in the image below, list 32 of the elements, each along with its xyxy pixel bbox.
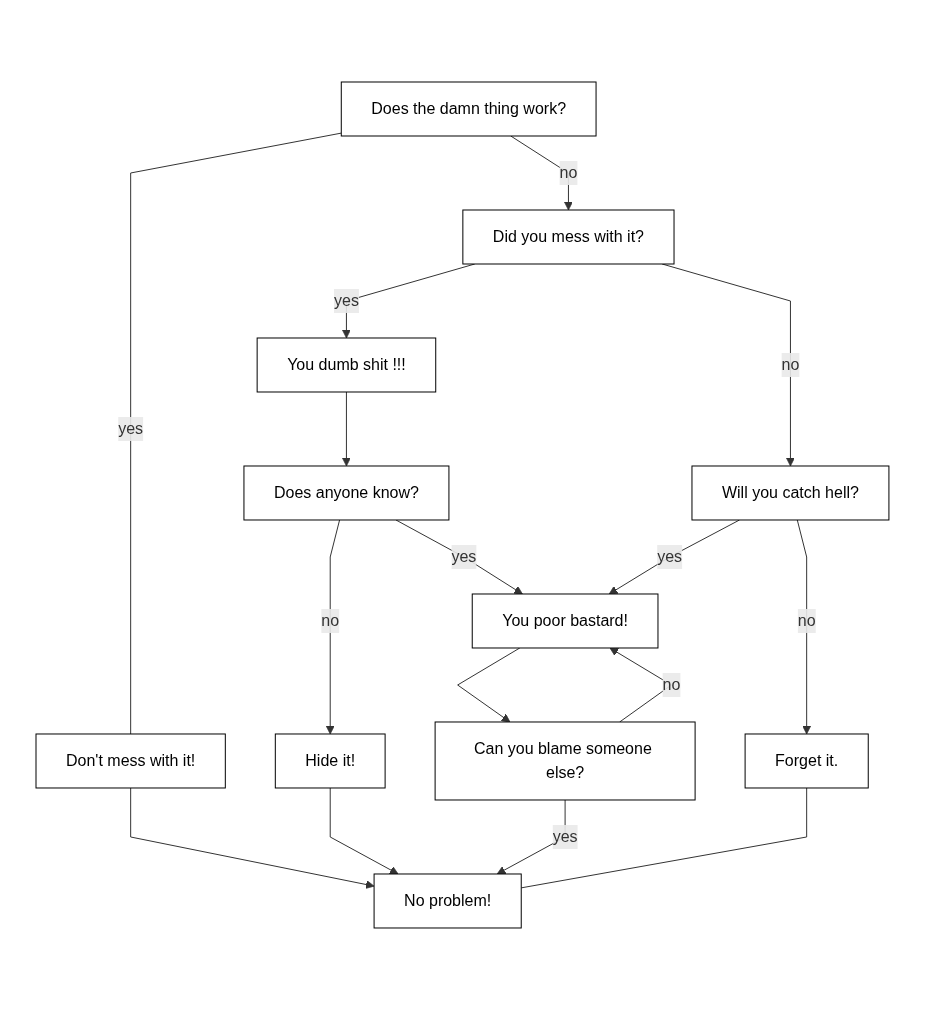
arrow xyxy=(395,519,523,594)
arrow xyxy=(325,519,341,734)
node-box: Can you blame someone else? xyxy=(434,721,696,800)
edge-label: yes xyxy=(334,291,359,309)
edge-label: yes xyxy=(657,547,683,565)
connector xyxy=(520,787,808,888)
node-box: Will you catch hell? xyxy=(691,465,890,520)
arrow xyxy=(457,647,521,722)
node-box: Don't mess with it! xyxy=(35,733,226,788)
edge-label: yes xyxy=(451,547,477,565)
edge-label: no xyxy=(781,355,800,373)
arrow xyxy=(329,787,399,874)
node-box: Hide it! xyxy=(274,733,386,788)
arrow xyxy=(130,787,375,889)
edge-label: no xyxy=(797,611,816,629)
edge-label: no xyxy=(662,675,681,693)
node-box: Does anyone know? xyxy=(243,465,450,520)
arrow xyxy=(342,391,351,466)
edge-label: no xyxy=(321,611,340,629)
node-box: You poor bastard! xyxy=(471,593,659,648)
node-box: Does the damn thing work? xyxy=(340,81,597,136)
edge-label: yes xyxy=(552,827,578,845)
arrow xyxy=(608,519,740,594)
arrow xyxy=(796,519,812,734)
arrow xyxy=(510,135,573,210)
edge-label: yes xyxy=(118,419,144,437)
edge-label: no xyxy=(559,163,578,181)
node-box: Did you mess with it? xyxy=(462,209,675,264)
node-box: Forget it. xyxy=(744,733,869,788)
node-box: No problem! xyxy=(373,873,522,928)
connector xyxy=(130,132,342,734)
node-box: You dumb shit !!! xyxy=(256,337,437,392)
